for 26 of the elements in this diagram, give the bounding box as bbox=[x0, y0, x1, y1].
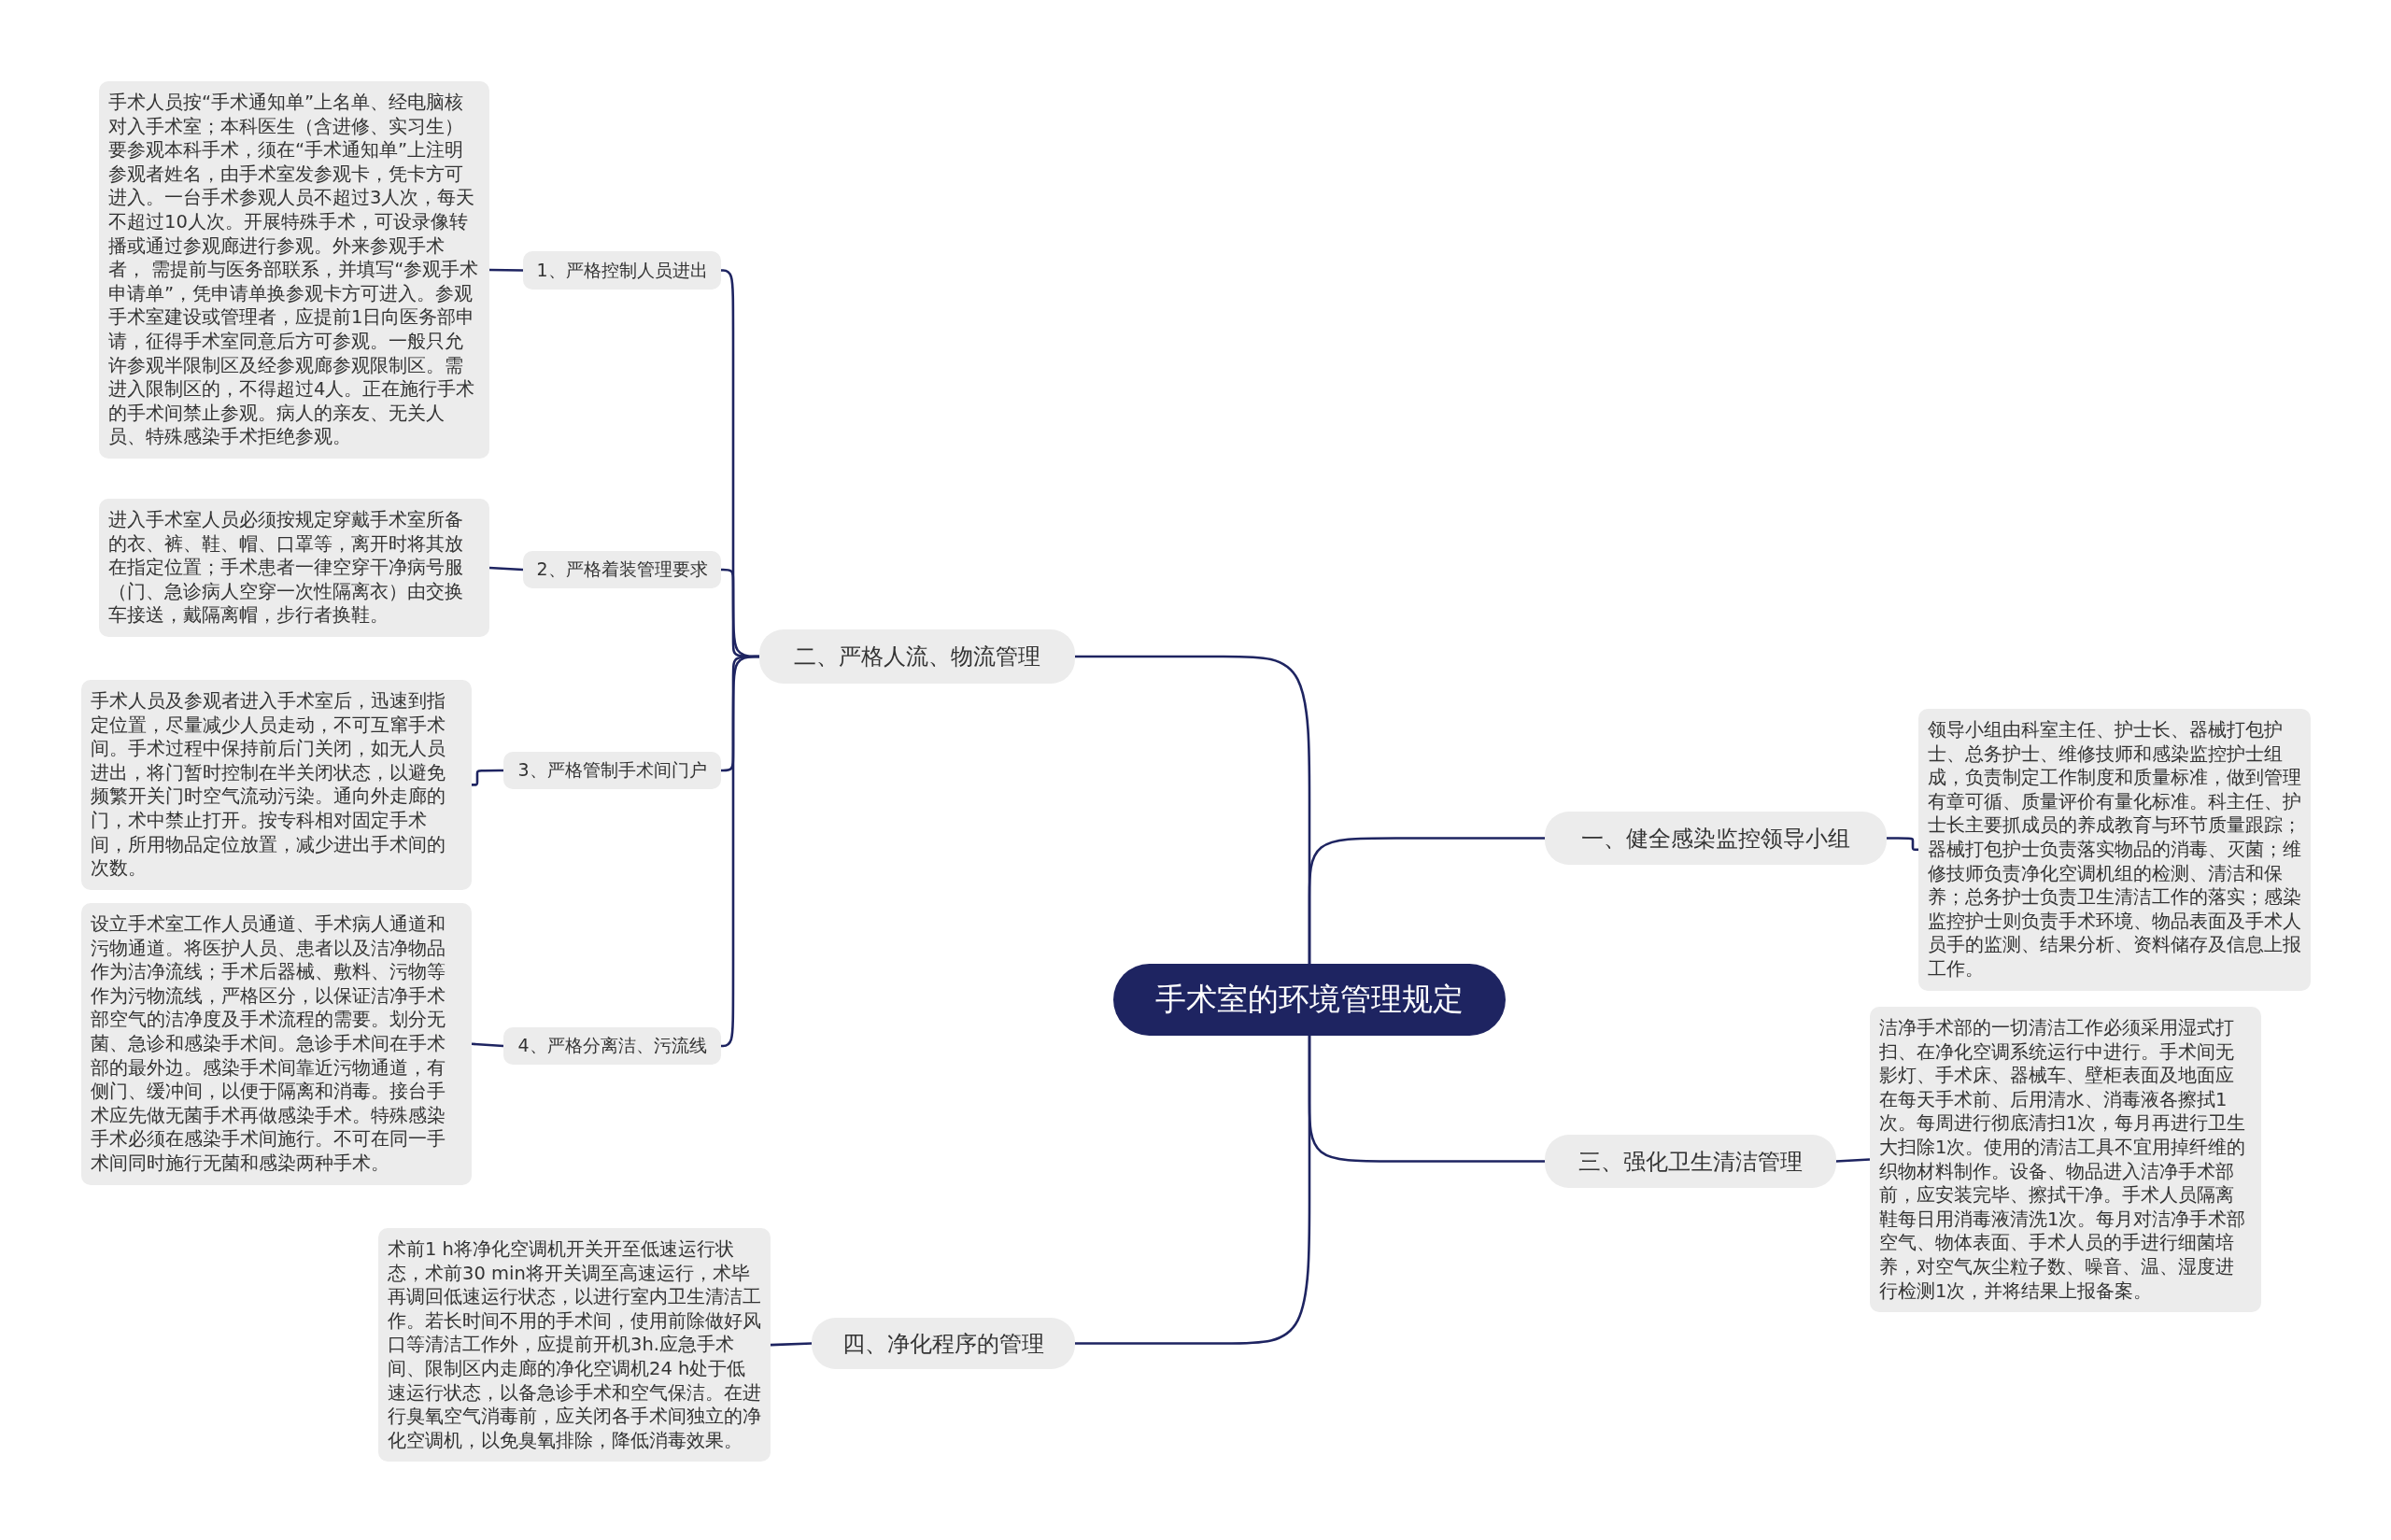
connector-line bbox=[471, 1042, 504, 1048]
subtopic: 2、严格着装管理要求 bbox=[523, 551, 721, 588]
note-card: 手术人员按“手术通知单”上名单、经电脑核对入手术室；本科医生（含进修、实习生）要参观本科手术，须在“手术通知单”上注明参观者姓名，由手术室发参观卡，凭卡方可进入。一台手术参观人员不超过3人次，每天不超过10人次。开展特殊手术，可设录像转播或通过参观廊进行参观。外来参观手术者， 需提前与医务部联系，并填写“参观手术申请单”，凭申请单换参观卡方可进入。参观手术室建设或管理者，应提前1日向医务部申请，征得手术室同意后方可参观。一般只允许参观半限制区及经参观廊参观限制区。需进入限制区的，不得超过4人。正在施行手术的手术间禁止参观。病人的亲友、无关人员、特殊感染手术拒绝参观。 bbox=[99, 81, 489, 459]
branch-topic: 三、强化卫生清洁管理 bbox=[1545, 1135, 1836, 1188]
branch-topic: 四、净化程序的管理 bbox=[812, 1318, 1075, 1369]
note-card: 术前1 h将净化空调机开关开至低速运行状态，术前30 min将开关调至高速运行，术毕再调回低速运行状态，以进行室内卫生清洁工作。若长时间不用的手术间，使用前除做好风口等清洁工作外，应提前开机3h.应急手术间、限制区内走廊的净化空调机24 h处于低速运行状态，以备急诊手术和空气保洁。在进行臭氧空气消毒前，应关闭各手术间独立的净化空调机，以免臭氧排除，降低消毒效果。 bbox=[378, 1228, 771, 1462]
branch-topic: 一、健全感染监控领导小组 bbox=[1545, 812, 1887, 865]
central-topic: 手术室的环境管理规定 bbox=[1113, 964, 1506, 1036]
note-card: 手术人员及参观者进入手术室后，迅速到指定位置，尽量减少人员走动，不可互窜手术间。手术过程中保持前后门关闭，如无人员进出，将门暂时控制在半关闭状态，以避免频繁开关门时空气流动污染。通向外走廊的门，术中禁止打开。按专科相对固定手术间，所用物品定位放置，减少进出手术间的次数。 bbox=[81, 680, 472, 890]
subtopic: 4、严格分离洁、污流线 bbox=[503, 1027, 721, 1065]
connector-line bbox=[1308, 1036, 1545, 1163]
subtopic: 1、严格控制人员进出 bbox=[523, 251, 721, 290]
connector-line bbox=[770, 1342, 813, 1347]
connector-line bbox=[471, 769, 503, 786]
branch-topic: 二、严格人流、物流管理 bbox=[759, 629, 1075, 684]
subtopic: 3、严格管制手术间门户 bbox=[503, 752, 721, 789]
connector-line bbox=[720, 655, 759, 1048]
connector-line bbox=[1887, 837, 1919, 852]
connector-line bbox=[1835, 1158, 1871, 1163]
connector-line bbox=[488, 268, 523, 272]
connector-line bbox=[1308, 837, 1545, 964]
connector-line bbox=[488, 566, 524, 572]
note-card: 洁净手术部的一切清洁工作必须采用湿式打扫、在净化空调系统运行中进行。手术间无影灯、手术床、器械车、壁柜表面及地面应在每天手术前、后用清水、消毒液各擦拭1次。每周进行彻底清扫1次，每月再进行卫生大扫除1次。使用的清洁工具不宜用掉纤维的织物材料制作。设备、物品进入洁净手术部前，应安装完毕、擦拭干净。手术人员隔离鞋每日用消毒液清洗1次。每月对洁净手术部空气、物体表面、手术人员的手进行细菌培养，对空气灰尘粒子数、噪音、温、湿度进行检测1次，并将结果上报备案。 bbox=[1870, 1007, 2261, 1313]
note-card: 领导小组由科室主任、护士长、器械打包护士、总务护士、维修技师和感染监控护士组成，负责制定工作制度和质量标准，做到管理有章可循、质量评价有量化标准。科主任、护士长主要抓成员的养成教育与环节质量跟踪；器械打包护士负责落实物品的消毒、灭菌；维修技师负责净化空调机组的检测、清洁和保养；总务护士负责卫生清洁工作的落实；感染监控护士则负责手术环境、物品表面及手术人员手的监测、结果分析、资料储存及信息上报工作。 bbox=[1918, 709, 2311, 991]
note-card: 设立手术室工作人员通道、手术病人通道和污物通道。将医护人员、患者以及洁净物品作为洁净流线；手术后器械、敷料、污物等作为污物流线，严格区分，以保证洁净手术部空气的洁净度及手术流程的需要。划分无菌、急诊和感染手术间。急诊手术间在手术部的最外边。感染手术间靠近污物通道，有侧门、缓冲间，以便于隔离和消毒。接台手术应先做无菌手术再做感染手术。特殊感染手术必须在感染手术间施行。不可在同一手术间同时施行无菌和感染两种手术。 bbox=[81, 903, 472, 1185]
note-card: 进入手术室人员必须按规定穿戴手术室所备的衣、裤、鞋、帽、口罩等，离开时将其放在指定位置；手术患者一律空穿干净病号服（门、急诊病人空穿一次性隔离衣）由交换车接送，戴隔离帽，步行者换鞋。 bbox=[99, 499, 489, 637]
